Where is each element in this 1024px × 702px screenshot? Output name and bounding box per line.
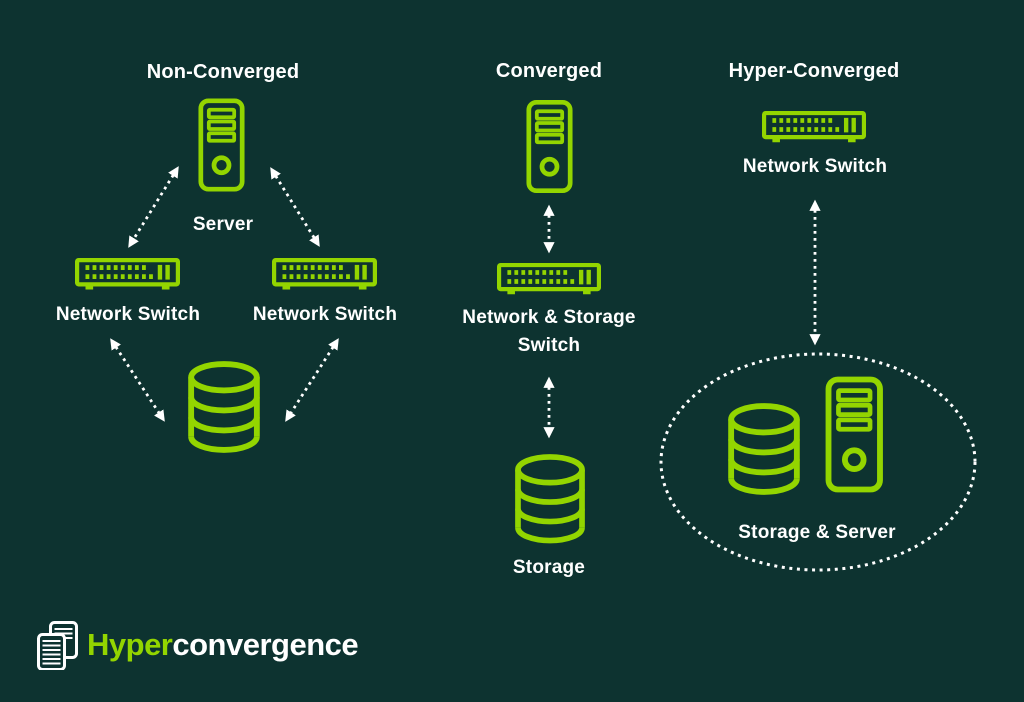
logo-text-convergence: convergence xyxy=(172,627,359,662)
server-label: Server xyxy=(192,214,254,235)
server-tower-icon xyxy=(529,102,570,190)
hyperconvergence-logo: Hyperconvergence xyxy=(36,620,359,670)
server-tower-icon xyxy=(829,380,880,490)
network-storage-switch-label-line2: Switch xyxy=(517,335,581,356)
arrow-switchleft-storage xyxy=(110,338,165,422)
network-switch-icon xyxy=(77,260,178,289)
network-switch-icon xyxy=(499,265,599,294)
storage-server-group-ellipse xyxy=(659,352,977,572)
storage-server-group-label: Storage & Server xyxy=(738,522,896,543)
arrow-server-switch-left xyxy=(128,166,179,248)
logo-text-hyper: Hyper xyxy=(87,627,173,662)
server-tower-icon xyxy=(201,101,242,189)
network-switch-icon xyxy=(274,260,375,289)
column-title-non-converged: Non-Converged xyxy=(146,61,300,83)
storage-cylinder-icon xyxy=(731,406,797,492)
network-switch-label: Network Switch xyxy=(742,156,888,177)
network-switch-right-label: Network Switch xyxy=(252,304,398,325)
network-storage-switch-label-line1: Network & Storage xyxy=(462,307,636,328)
storage-cylinder-icon xyxy=(191,364,257,450)
arrow-server-switch-right xyxy=(270,167,320,247)
storage-label: Storage xyxy=(512,557,586,578)
logo-wordmark: Hyperconvergence xyxy=(87,620,359,670)
column-title-hyper-converged: Hyper-Converged xyxy=(728,60,900,82)
column-title-converged: Converged xyxy=(495,60,603,82)
stacked-servers-icon xyxy=(36,620,78,670)
arrow-switchright-storage xyxy=(285,338,339,422)
storage-cylinder-icon xyxy=(518,457,582,541)
network-switch-left-label: Network Switch xyxy=(55,304,201,325)
network-switch-icon xyxy=(764,113,864,142)
